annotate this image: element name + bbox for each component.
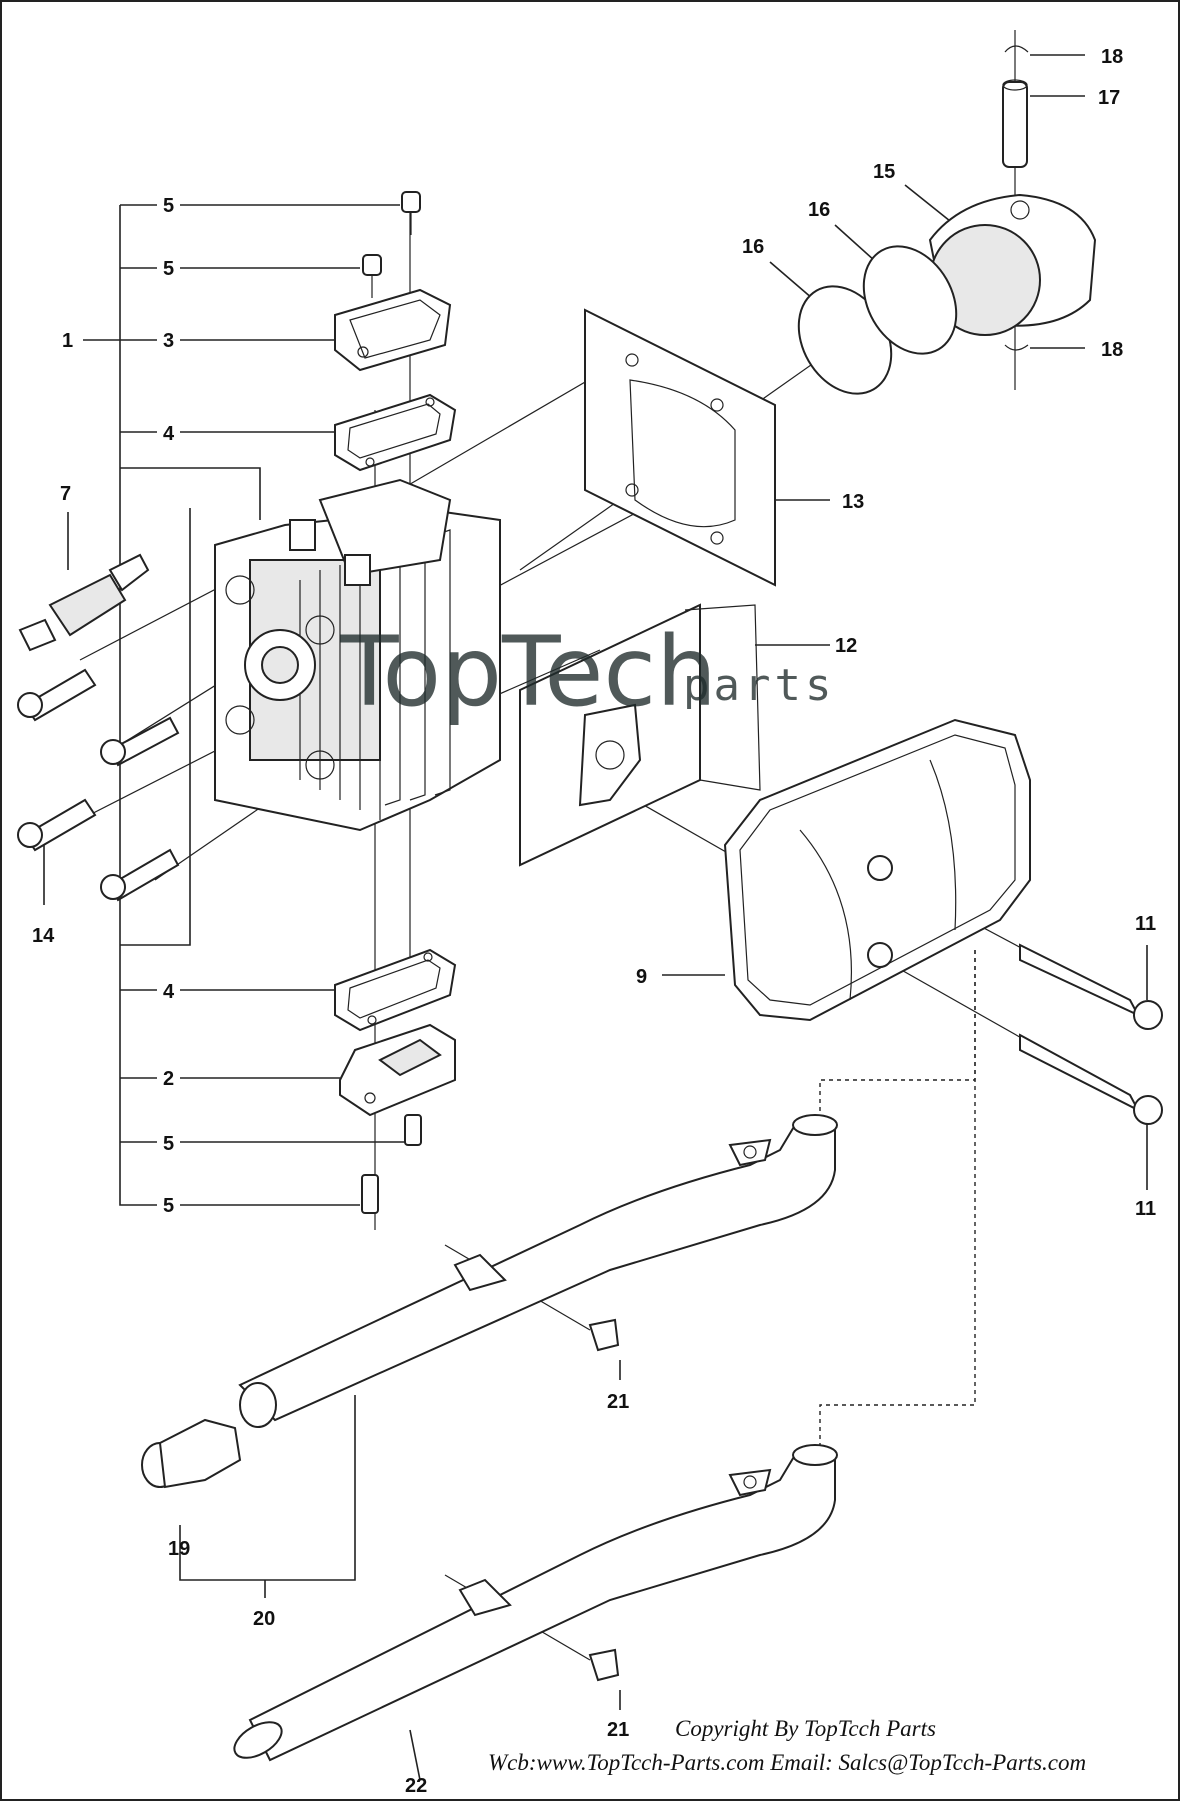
callout-16: 16 [808,199,830,221]
gasket-12 [519,603,761,867]
callout-19: 19 [168,1538,190,1560]
callout-5: 5 [163,1195,174,1217]
muffler-9 [723,718,1031,1022]
callout-labels: 1 2 3 4 4 5 5 5 5 7 9 11 11 12 13 14 15 … [32,46,1156,1797]
gasket-4-bottom [334,948,457,1032]
callout-11: 11 [1135,913,1156,935]
callout-13: 13 [842,491,864,513]
callout-7: 7 [60,483,71,505]
cover-3 [334,288,452,372]
callout-4: 4 [163,423,175,445]
callout-17: 17 [1098,87,1120,109]
callout-5: 5 [163,258,174,280]
cylinder-1 [214,478,501,832]
callout-5: 5 [163,195,174,217]
copyright-text: Copyright By TopTcch Parts [675,1716,936,1741]
piston-15 [928,193,1097,336]
gasket-4-top [334,393,457,472]
spark-plug-7 [18,553,150,652]
intake-2 [339,1023,456,1117]
callout-9: 9 [636,966,647,988]
bolts-14 [17,668,180,902]
leader-lines [43,30,1148,1781]
exhaust-tube-20 [238,1114,838,1428]
gasket-13 [584,308,776,587]
watermark-brand: TopTech [339,616,717,728]
callout-18: 18 [1101,339,1123,361]
callout-18: 18 [1101,46,1123,68]
screws-5 [361,191,422,1214]
pin-17-clips-18 [1002,45,1029,351]
bolts-11 [1019,943,1163,1125]
callout-4: 4 [163,981,175,1003]
callout-21: 21 [607,1719,629,1741]
watermark: TopTech parts [339,616,835,728]
callout-15: 15 [873,161,895,183]
callout-3: 3 [163,330,174,352]
callout-20: 20 [253,1608,275,1630]
callout-22: 22 [405,1775,427,1797]
callout-1: 1 [62,330,73,352]
callout-12: 12 [835,635,857,657]
exhaust-tube-22 [233,1444,838,1762]
watermark-suffix: parts [683,660,835,711]
nozzle-19 [141,1418,242,1489]
contact-text: Wcb:www.TopTcch-Parts.com Email: Salcs@T… [488,1750,1086,1775]
rings-16 [797,245,958,395]
callout-21: 21 [607,1391,629,1413]
callout-11: 11 [1135,1198,1156,1220]
callout-2: 2 [163,1068,174,1090]
callout-5: 5 [163,1133,174,1155]
callout-16: 16 [742,236,764,258]
callout-14: 14 [32,925,55,947]
